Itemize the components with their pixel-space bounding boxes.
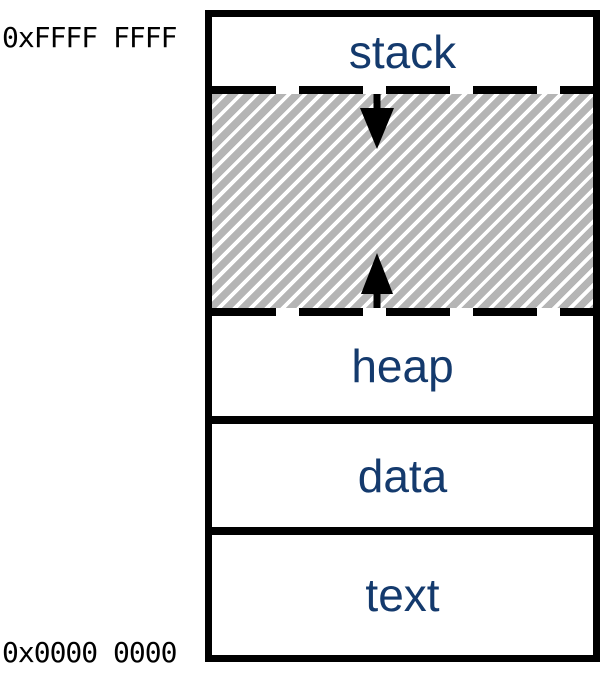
section-stack: stack — [212, 17, 593, 86]
section-heap-label: heap — [351, 340, 454, 392]
heap-gap-dashed-boundary — [212, 308, 593, 316]
heap-growth-arrow-up-icon — [357, 252, 397, 308]
address-label-bottom: 0x0000 0000 — [2, 636, 177, 669]
section-text: text — [212, 535, 593, 655]
section-stack-label: stack — [348, 25, 457, 78]
address-label-top: 0xFFFF FFFF — [2, 21, 177, 54]
stack-gap-dashed-boundary — [212, 86, 593, 94]
heap-data-boundary — [212, 416, 593, 424]
section-heap: heap — [212, 316, 593, 416]
section-data: data — [212, 424, 593, 527]
section-data-label: data — [357, 449, 448, 502]
memory-box: stack heap d — [205, 10, 600, 662]
free-memory-hatched-region — [212, 94, 593, 308]
section-text-label: text — [365, 569, 440, 621]
stack-growth-arrow-down-icon — [357, 94, 397, 150]
data-text-boundary — [212, 527, 593, 535]
